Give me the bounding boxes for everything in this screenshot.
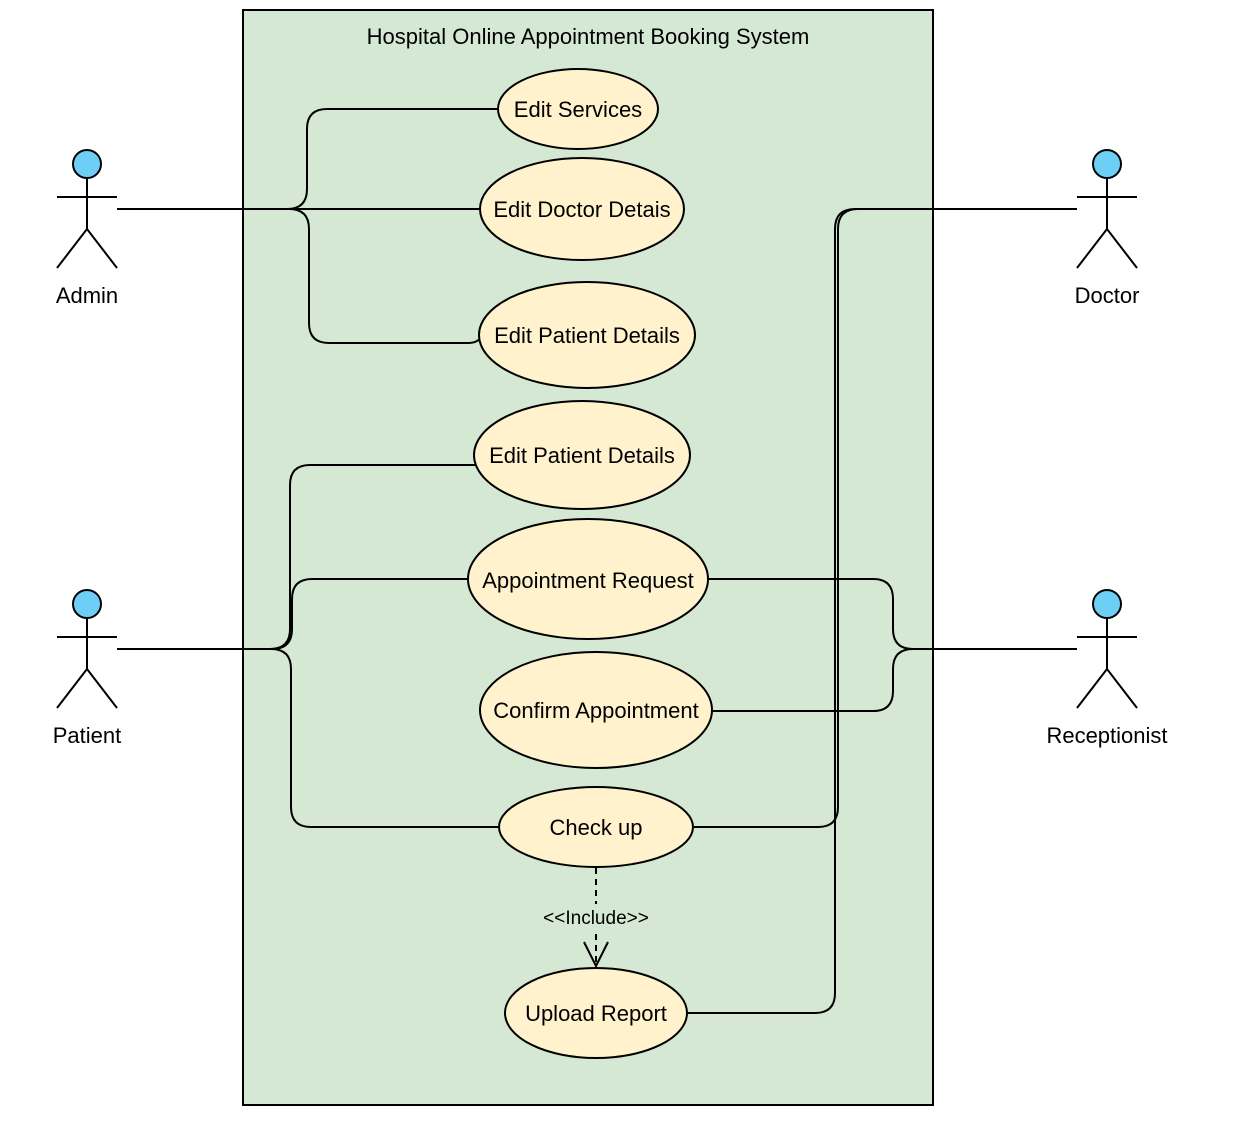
use-case-label: Edit Patient Details <box>489 443 675 468</box>
use-case-label: Edit Patient Details <box>494 323 680 348</box>
use-case-edit-patient-details-patient[interactable]: Edit Patient Details <box>473 400 691 510</box>
use-case-label: Upload Report <box>525 1001 667 1026</box>
actor-label: Patient <box>53 723 122 748</box>
use-case-check-up[interactable]: Check up <box>498 786 694 868</box>
use-case-label: Edit Doctor Detais <box>493 197 670 222</box>
use-case-label: Check up <box>550 815 643 840</box>
actor-admin[interactable]: Admin <box>56 149 118 308</box>
use-case-edit-patient-details-admin[interactable]: Edit Patient Details <box>478 281 696 389</box>
actor-label: Receptionist <box>1046 723 1167 748</box>
patient-check-up-connector <box>117 648 499 828</box>
actor-head <box>1092 589 1122 619</box>
actor-receptionist[interactable]: Receptionist <box>1046 589 1168 748</box>
patient-appointment-request-connector <box>117 578 468 650</box>
include-label: <<Include>> <box>543 908 649 929</box>
use-case-appointment-request[interactable]: Appointment Request <box>467 518 709 640</box>
connectors <box>117 108 1077 1014</box>
actor-label: Admin <box>56 283 118 308</box>
use-case-confirm-appointment[interactable]: Confirm Appointment <box>479 651 713 769</box>
admin-edit-services-connector <box>117 108 499 210</box>
actor-patient[interactable]: Patient <box>53 589 122 748</box>
use-case-upload-report[interactable]: Upload Report <box>504 967 688 1059</box>
use-case-label: Appointment Request <box>482 568 694 593</box>
system-title: Hospital Online Appointment Booking Syst… <box>367 24 810 49</box>
actor-head <box>72 149 102 179</box>
receptionist-appointment-request-connector <box>708 578 1077 650</box>
actor-label: Doctor <box>1075 283 1140 308</box>
use-case-label: Edit Services <box>514 97 642 122</box>
receptionist-confirm-appointment-connector <box>712 648 1077 712</box>
actor-head <box>72 589 102 619</box>
admin-edit-patient-connector <box>117 208 483 344</box>
include-label-bg <box>532 904 660 930</box>
use-case-label: Confirm Appointment <box>493 698 698 723</box>
doctor-upload-report-connector <box>687 208 1077 1014</box>
include-arrowhead <box>583 941 609 969</box>
actor-head <box>1092 149 1122 179</box>
use-case-edit-services[interactable]: Edit Services <box>497 68 659 150</box>
use-case-edit-doctor-details[interactable]: Edit Doctor Detais <box>479 157 685 261</box>
actor-doctor[interactable]: Doctor <box>1075 149 1140 308</box>
